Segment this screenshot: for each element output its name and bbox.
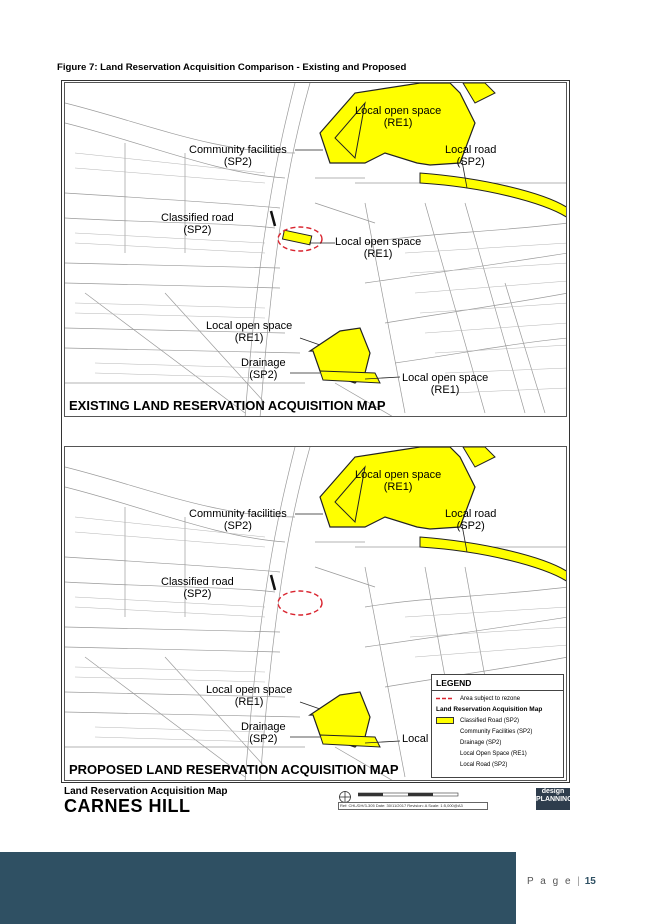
title-block: Land Reservation Acquisition Map CARNES … [61,784,573,816]
footer-bar [0,852,516,924]
label-line: Community facilities [189,144,287,156]
label-classified-road: Classified road (SP2) [161,212,234,236]
blank-swatch-icon [436,761,454,768]
label-local-road: Local road (SP2) [445,508,496,532]
figure-caption: Figure 7: Land Reservation Acquisition C… [57,62,407,73]
blank-swatch-icon [436,728,454,735]
label-line: Local open space [355,469,442,481]
rezone-swatch-icon [436,697,454,700]
label-line: Drainage [241,357,286,369]
label-line: Drainage [241,721,286,733]
title-block-details: Ref: CHL/DH/3-305 Date: 30/11/2017 Revis… [338,788,573,812]
blank-swatch-icon [436,750,454,757]
title-block-title: CARNES HILL [64,796,191,816]
legend-subtitle: Land Reservation Acquisition Map [436,706,543,713]
existing-map-title: EXISTING LAND RESERVATION ACQUISITION MA… [69,398,386,413]
page-label: P a g e [527,876,573,887]
label-line: (SP2) [456,156,485,168]
label-drainage: Drainage (SP2) [241,357,286,381]
label-line: (SP2) [183,588,212,600]
proposed-map-graphic [65,447,566,780]
label-line: Local open space [355,105,442,117]
label-line: Local open space [206,320,293,332]
title-block-ref: Ref: CHL/DH/3-305 Date: 30/11/2017 Revis… [338,802,488,810]
label-local-open-space-low: Local open space (RE1) [206,684,292,708]
label-line: (RE1) [234,332,264,344]
existing-map-graphic [65,83,566,416]
legend-item-label: Local Road (SP2) [460,761,508,768]
yellow-swatch-icon [436,717,454,724]
legend-item-label: Community Facilities (SP2) [460,728,533,735]
label-local-open-space-mid: Local open space (RE1) [335,236,421,260]
label-local-open-space-br: Local open space (RE1) [402,372,488,396]
label-line: Local road [445,144,497,156]
legend-rezone-label: Area subject to rezone [460,695,521,702]
legend-item: Drainage (SP2) [436,737,559,748]
label-line: (RE1) [363,248,393,260]
label-line: (SP2) [223,156,252,168]
existing-map-panel: Local open space (RE1) Community facilit… [64,82,567,417]
legend-item: Community Facilities (SP2) [436,726,559,737]
legend-item-label: Drainage (SP2) [460,739,502,746]
map-legend: LEGEND Area subject to rezone Land Reser… [431,674,564,778]
label-line: (RE1) [234,696,264,708]
label-line: (RE1) [430,384,460,396]
label-line: (RE1) [383,117,413,129]
label-local-open-space-top: Local open space (RE1) [355,105,441,129]
label-line: (RE1) [383,481,413,493]
scale-bar-icon [358,792,459,797]
label-line: Local open space [206,684,293,696]
label-classified-road: Classified road (SP2) [161,576,234,600]
blank-swatch-icon [436,739,454,746]
page-separator: | [577,876,580,887]
label-local-open-space-low: Local open space (RE1) [206,320,292,344]
proposed-map-title: PROPOSED LAND RESERVATION ACQUISITION MA… [69,762,399,777]
label-line: Local open space [335,236,422,248]
legend-rezone: Area subject to rezone [436,693,559,704]
label-line: Local open space [402,372,489,384]
label-local-road: Local road (SP2) [445,144,496,168]
label-line: (SP2) [456,520,485,532]
label-line: Classified road [161,212,234,224]
legend-item: Classified Road (SP2) [436,715,559,726]
design-planning-logo: design PLANNING [536,788,573,810]
label-community-facilities: Community facilities (SP2) [189,144,287,168]
legend-item-label: Classified Road (SP2) [460,717,520,724]
label-line: Local road [445,508,497,520]
label-line: Classified road [161,576,234,588]
legend-item-label: Local Open Space (RE1) [460,750,527,757]
page-number-value: 15 [584,876,596,887]
label-drainage: Drainage (SP2) [241,721,286,745]
label-line: (SP2) [223,520,252,532]
label-line: Community facilities [189,508,287,520]
title-block-subtitle: Land Reservation Acquisition Map [64,786,228,797]
label-community-facilities: Community facilities (SP2) [189,508,287,532]
legend-item: Local Open Space (RE1) [436,748,559,759]
page-number: P a g e | 15 [527,876,596,887]
legend-item: Local Road (SP2) [436,759,559,770]
label-local-open-space-top: Local open space (RE1) [355,469,441,493]
label-local-br: Local [402,733,429,745]
label-line: (SP2) [249,369,278,381]
legend-title: LEGEND [432,678,563,691]
label-line: (SP2) [249,733,278,745]
proposed-map-panel: Local open space (RE1) Community facilit… [64,446,567,781]
label-line: (SP2) [183,224,212,236]
